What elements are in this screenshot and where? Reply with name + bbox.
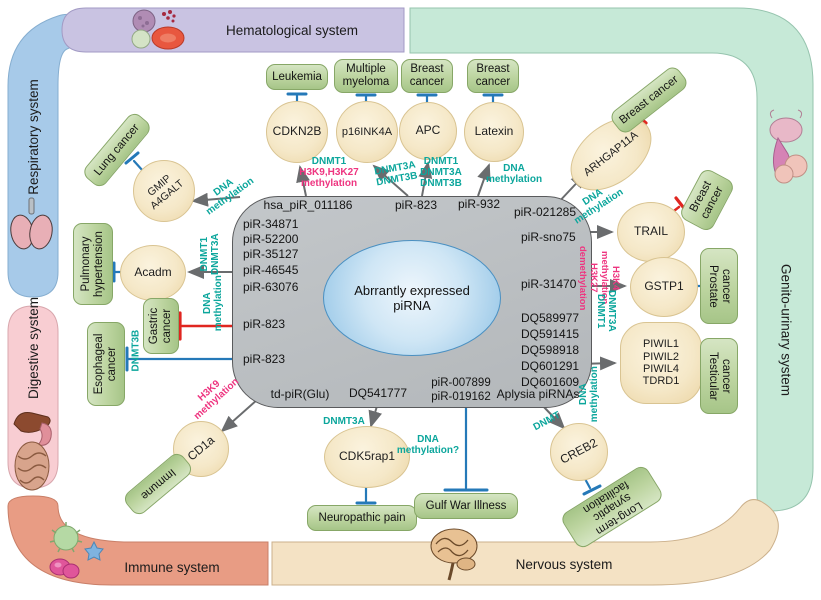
disease-esophageal-cancer: Esophageal cancer [87, 322, 125, 406]
central-ellipse: Abrrantly expressed piRNA [323, 240, 501, 356]
pirna-right-0: piR-sno75 [521, 230, 576, 244]
annotation-gstp1: DNMT1 DNMT3A [595, 290, 617, 332]
gene-piwil2: PIWIL2 [642, 350, 680, 363]
disease-breast-cancer-apc: Breast cancer [401, 59, 453, 93]
disease-leukemia: Leukemia [266, 64, 328, 90]
gene-creb2: CREB2 [550, 423, 608, 481]
arrow-pir34871-to-gmip [191, 192, 241, 207]
immune-cells-icon [49, 522, 104, 579]
nervous-band [271, 499, 779, 586]
pirna-top-2: piR-932 [457, 197, 501, 211]
disease-multiple-myeloma: Multiple myeloma [334, 59, 398, 93]
pirna-right-3: DQ591415 [521, 327, 580, 341]
annotation-apc: DNMT1 DNMT3A DNMT3B [420, 156, 462, 190]
disease-breast-cancer-latexin: Breast cancer [467, 59, 519, 93]
brain-icon [430, 528, 478, 581]
disease-gastric-cancer: Gastric cancer [143, 298, 179, 354]
gene-creb2-label: CREB2 [557, 435, 600, 467]
genitourinary-organs-icon [769, 109, 808, 184]
pirna-right-1: piR-31470 [521, 277, 577, 291]
pirna-left-6: piR-823 [243, 352, 286, 366]
gene-p16ink4a: p16INK4A [336, 101, 398, 163]
arrow-hsa-to-cdkn2b [296, 165, 310, 197]
hematological-system-label: Hematological system [225, 22, 359, 38]
annotation-cdk5rap1: DNMT3A [323, 416, 365, 427]
gene-cd1a-label: CD1a [184, 433, 217, 464]
pirna-left-4: piR-63076 [243, 280, 299, 294]
lungs-icon [10, 197, 53, 250]
annotation-gulf-war: DNA methylation? [396, 434, 460, 457]
disease-pulmonary-hypertension: Pulmonary hypertension [73, 223, 113, 305]
gene-cdk5rap1: CDK5rap1 [324, 426, 410, 488]
arrow-aplysia-to-creb2 [541, 404, 566, 430]
pirna-top-3: piR-021285 [513, 205, 577, 219]
arrow-tdpir-to-cd1a [220, 398, 259, 433]
arrow-dq541777-to-cdk5rap1 [368, 405, 383, 428]
pirna-right-5: DQ601291 [521, 359, 580, 373]
blood-cells-icon [131, 9, 185, 50]
annotation-trail-h3k4-h3k27: H3K4 methylation H3K27 demethylation [577, 245, 621, 311]
annotation-esophageal: DNMT3B [130, 329, 142, 372]
gene-acadm: Acadm [120, 245, 186, 301]
gene-cdkn2b: CDKN2B [266, 101, 328, 163]
gene-tdrd1: TDRD1 [642, 375, 680, 388]
gene-trail: TRAIL [617, 202, 685, 262]
gene-apc: APC [399, 102, 457, 160]
pirna-bottom-0: td-piR(Glu) [270, 387, 330, 401]
gene-piwil1: PIWIL1 [642, 338, 680, 351]
gene-gstp1: GSTP1 [630, 257, 698, 317]
pirna-right-6: DQ601609 [521, 375, 580, 389]
tbar-creb2-longterm-cap [582, 484, 602, 496]
pirna-left-3: piR-46545 [243, 263, 299, 277]
gene-gmip-a4galt: GMIP A4GALT [133, 160, 195, 222]
gene-piwil4: PIWIL4 [642, 363, 680, 375]
pirna-left-0: piR-34871 [243, 217, 299, 231]
disease-prostate-cancer: Prostate cancer [700, 248, 738, 324]
disease-gulf-war-illness: Gulf War Illness [414, 493, 518, 519]
pirna-bottom-4: Aplysia piRNAs [496, 387, 580, 401]
disease-testicular-cancer: Testicular cancer [700, 338, 738, 414]
annotation-cdkn2b: DNMT1 H3K9,H3K27 methylation [299, 156, 359, 190]
pirna-bottom-1: DQ541777 [348, 386, 408, 400]
digestive-organs-icon [13, 412, 52, 491]
pirna-top-0: hsa_piR_011186 [263, 198, 353, 212]
pirna-bottom-2: piR-007899 [431, 377, 491, 389]
genitourinary-system-label: Genito-urinary system [778, 263, 794, 397]
pirna-left-2: piR-35127 [243, 247, 299, 261]
annotation-piwil-dna-methylation: DNA methylation [577, 366, 600, 423]
nervous-system-label: Nervous system [515, 556, 613, 572]
central-ellipse-label: Abrrantly expressed piRNA [354, 283, 470, 313]
arrow-pir823-to-apc [418, 161, 433, 197]
pirna-left-1: piR-52200 [243, 232, 299, 246]
immune-system-label: Immune system [124, 559, 220, 575]
pirna-right-2: DQ589977 [521, 311, 580, 325]
gene-piwil-group: PIWIL1 PIWIL2 PIWIL4 TDRD1 [620, 322, 702, 404]
arrow-pir932-to-latexin [477, 163, 491, 197]
arrow-pir823-to-p16ink4a [372, 164, 409, 197]
annotation-gastric: DNA methylation [201, 275, 224, 332]
tbar-gmip-lung-cap [124, 151, 140, 165]
pirna-left-5: piR-823 [243, 317, 286, 331]
gene-latexin: Latexin [464, 102, 524, 162]
annotation-latexin: DNA methylation [485, 163, 543, 186]
pirna-top-1: piR-823 [394, 198, 438, 212]
pirna-right-4: DQ598918 [521, 343, 580, 357]
disease-neuropathic-pain: Neuropathic pain [307, 505, 417, 531]
pirna-bottom-3: piR-019162 [431, 391, 491, 403]
